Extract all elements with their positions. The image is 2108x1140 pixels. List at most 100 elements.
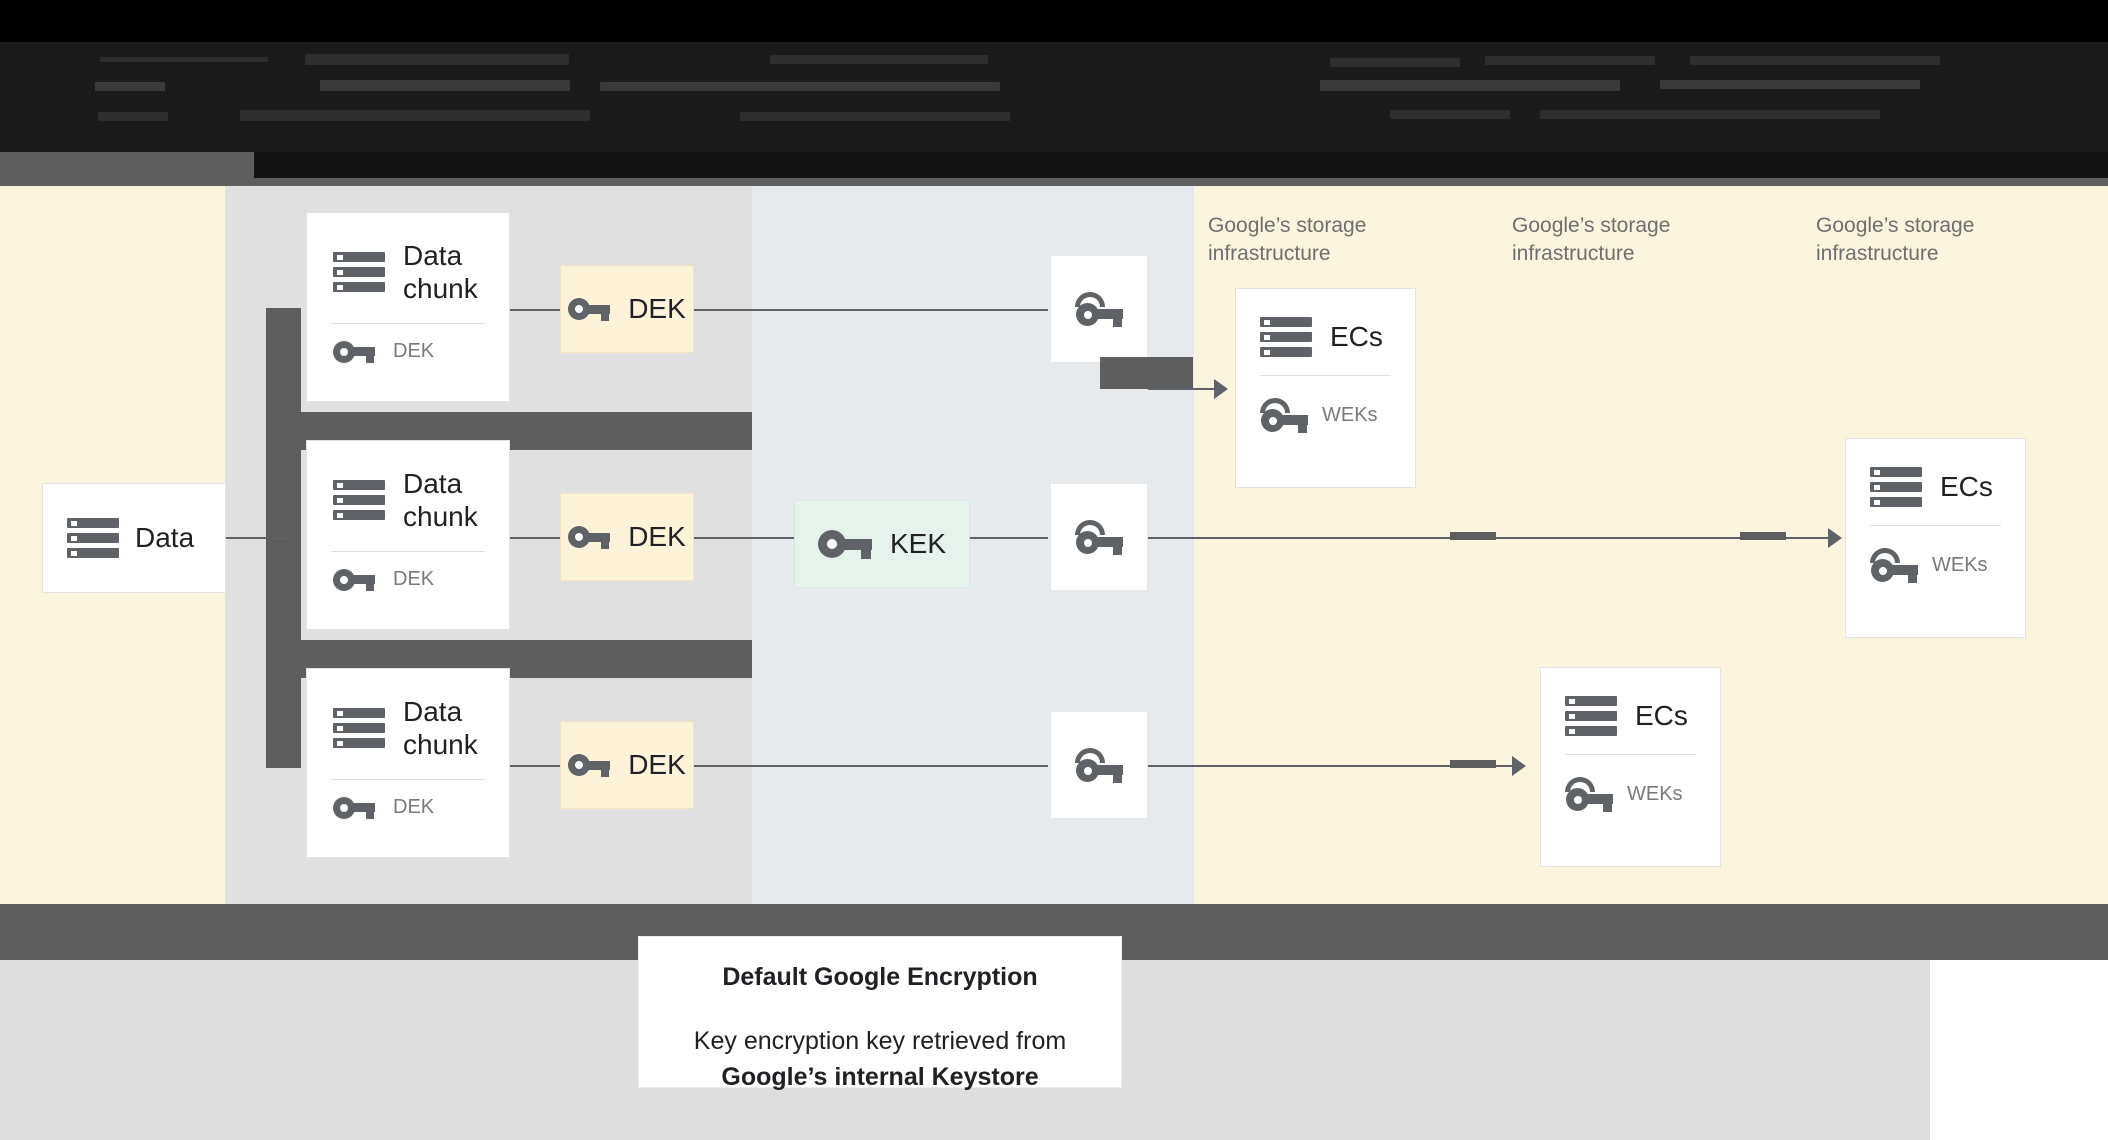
server-stack-icon <box>1870 467 1922 507</box>
chunk-card-3-title: Data chunk <box>403 695 478 761</box>
server-stack-icon <box>1565 696 1617 736</box>
chunk-card-2-title: Data chunk <box>403 467 478 533</box>
ec-card-2[interactable]: ECs WEKs <box>1845 438 2026 638</box>
arrow-head-to-ec2 <box>1828 528 1842 548</box>
data-card-label: Data <box>135 522 195 554</box>
connector-dek3-wek3 <box>694 765 1048 767</box>
infra-label-3-text: Google’s storage infrastructure <box>1816 214 1975 266</box>
overlay-rect-top-arrow <box>1100 357 1193 389</box>
chunk-card-1-key-label: DEK <box>393 340 435 363</box>
key-icon <box>568 526 611 549</box>
infra-label-3: Google’s storage infrastructure <box>1816 212 2016 269</box>
arrow-overlay-low <box>1450 760 1496 768</box>
header-text-line <box>1320 80 1620 91</box>
chunk-card-1[interactable]: Data chunk DEK <box>306 212 510 402</box>
card-divider <box>331 551 485 553</box>
chunk-card-1-header: Data chunk <box>307 213 509 305</box>
top-black-bar <box>0 0 2108 42</box>
wrapped-key-icon <box>1075 748 1123 783</box>
header-text-line <box>1690 56 1940 65</box>
dek-box-1[interactable]: DEK <box>560 265 694 353</box>
chunk-card-2-footer: DEK <box>307 552 509 592</box>
chunk-title-line2: chunk <box>403 729 478 761</box>
chunk-card-3-key-label: DEK <box>393 796 435 819</box>
header-text-line <box>1660 80 1920 89</box>
ec-card-1[interactable]: ECs WEKs <box>1235 288 1416 488</box>
key-icon <box>333 796 375 820</box>
header-text-line <box>100 57 268 62</box>
ec-card-3[interactable]: ECs WEKs <box>1540 667 1721 867</box>
caption-title: Default Google Encryption <box>722 963 1038 991</box>
arrow-line-to-ec1 <box>1148 388 1226 390</box>
dek-box-3[interactable]: DEK <box>560 721 694 809</box>
dek-box-2-label: DEK <box>628 521 686 552</box>
header-lower-strip <box>254 152 2108 178</box>
wrapped-key-icon <box>1075 520 1123 555</box>
chunk-card-2-header: Data chunk <box>307 441 509 533</box>
header-text-line <box>1540 110 1880 119</box>
chunk-title-line2: chunk <box>403 273 478 305</box>
card-divider <box>331 779 485 781</box>
ec-card-2-title: ECs <box>1940 471 1993 503</box>
wrapped-key-tile-2[interactable] <box>1050 483 1148 591</box>
ec-card-1-title: ECs <box>1330 321 1383 353</box>
infra-label-2: Google’s storage infrastructure <box>1512 212 1712 269</box>
chunk-card-1-footer: DEK <box>307 324 509 364</box>
dek-box-3-label: DEK <box>628 749 686 780</box>
wrapped-key-icon <box>1075 292 1123 327</box>
ec-card-1-footer: WEKs <box>1236 376 1415 433</box>
key-icon <box>568 298 611 321</box>
key-icon <box>333 340 375 364</box>
caption-body: Key encryption key retrieved from Google… <box>639 1024 1121 1095</box>
chunk-card-3-footer: DEK <box>307 780 509 820</box>
card-divider <box>1565 754 1696 755</box>
top-gray-divider <box>0 178 2108 186</box>
header-text-line <box>1330 58 1460 67</box>
caption-body-line2: Google’s internal Keystore <box>721 1062 1039 1091</box>
header-text-line <box>1390 110 1510 119</box>
chunk-title-line1: Data <box>403 468 463 499</box>
caption-box: Default Google Encryption Key encryption… <box>638 936 1122 1091</box>
wrapped-key-tile-3[interactable] <box>1050 711 1148 819</box>
key-icon <box>817 530 872 559</box>
key-icon <box>568 754 611 777</box>
header-text-line <box>240 110 590 121</box>
header-text-line <box>320 80 570 91</box>
wrapped-key-icon <box>1565 777 1613 812</box>
header-text-line <box>95 82 165 91</box>
kek-box-label: KEK <box>889 528 947 559</box>
card-divider <box>1870 525 2001 526</box>
infra-label-1: Google’s storage infrastructure <box>1208 212 1408 269</box>
arrow-head-to-ec1 <box>1214 379 1228 399</box>
header-text-line <box>740 112 1010 121</box>
chunk-card-3[interactable]: Data chunk DEK <box>306 668 510 858</box>
server-stack-icon <box>1260 317 1312 357</box>
chunk-card-2-key-label: DEK <box>393 568 435 591</box>
header-text-line <box>305 54 569 65</box>
connector-dek1-wek1 <box>694 309 1048 311</box>
kek-box[interactable]: KEK <box>794 500 970 588</box>
chunk-title-line2: chunk <box>403 501 478 533</box>
dek-box-2[interactable]: DEK <box>560 493 694 581</box>
connector-data-to-bracket <box>226 537 288 539</box>
arrow-head-to-ec3 <box>1512 756 1526 776</box>
footer-white-notch <box>1930 960 2108 1140</box>
chunk-card-2[interactable]: Data chunk DEK <box>306 440 510 630</box>
server-stack-icon <box>333 708 385 749</box>
server-stack-icon <box>67 518 119 558</box>
ec-card-3-footer: WEKs <box>1541 755 1720 812</box>
infra-label-2-text: Google’s storage infrastructure <box>1512 214 1671 266</box>
header-text-line <box>98 112 168 121</box>
server-stack-icon <box>333 480 385 521</box>
data-card[interactable]: Data <box>42 483 226 593</box>
chunk-title-line1: Data <box>403 696 463 727</box>
server-stack-icon <box>333 252 385 293</box>
wrapped-key-icon <box>1260 398 1308 433</box>
caption-body-line1: Key encryption key retrieved from <box>693 1027 1067 1055</box>
ec-card-1-header: ECs <box>1236 289 1415 357</box>
header-gray-notch <box>0 152 254 178</box>
card-divider <box>1260 375 1391 376</box>
header-text-line <box>770 55 988 64</box>
wrapped-key-tile-1[interactable] <box>1050 255 1148 363</box>
